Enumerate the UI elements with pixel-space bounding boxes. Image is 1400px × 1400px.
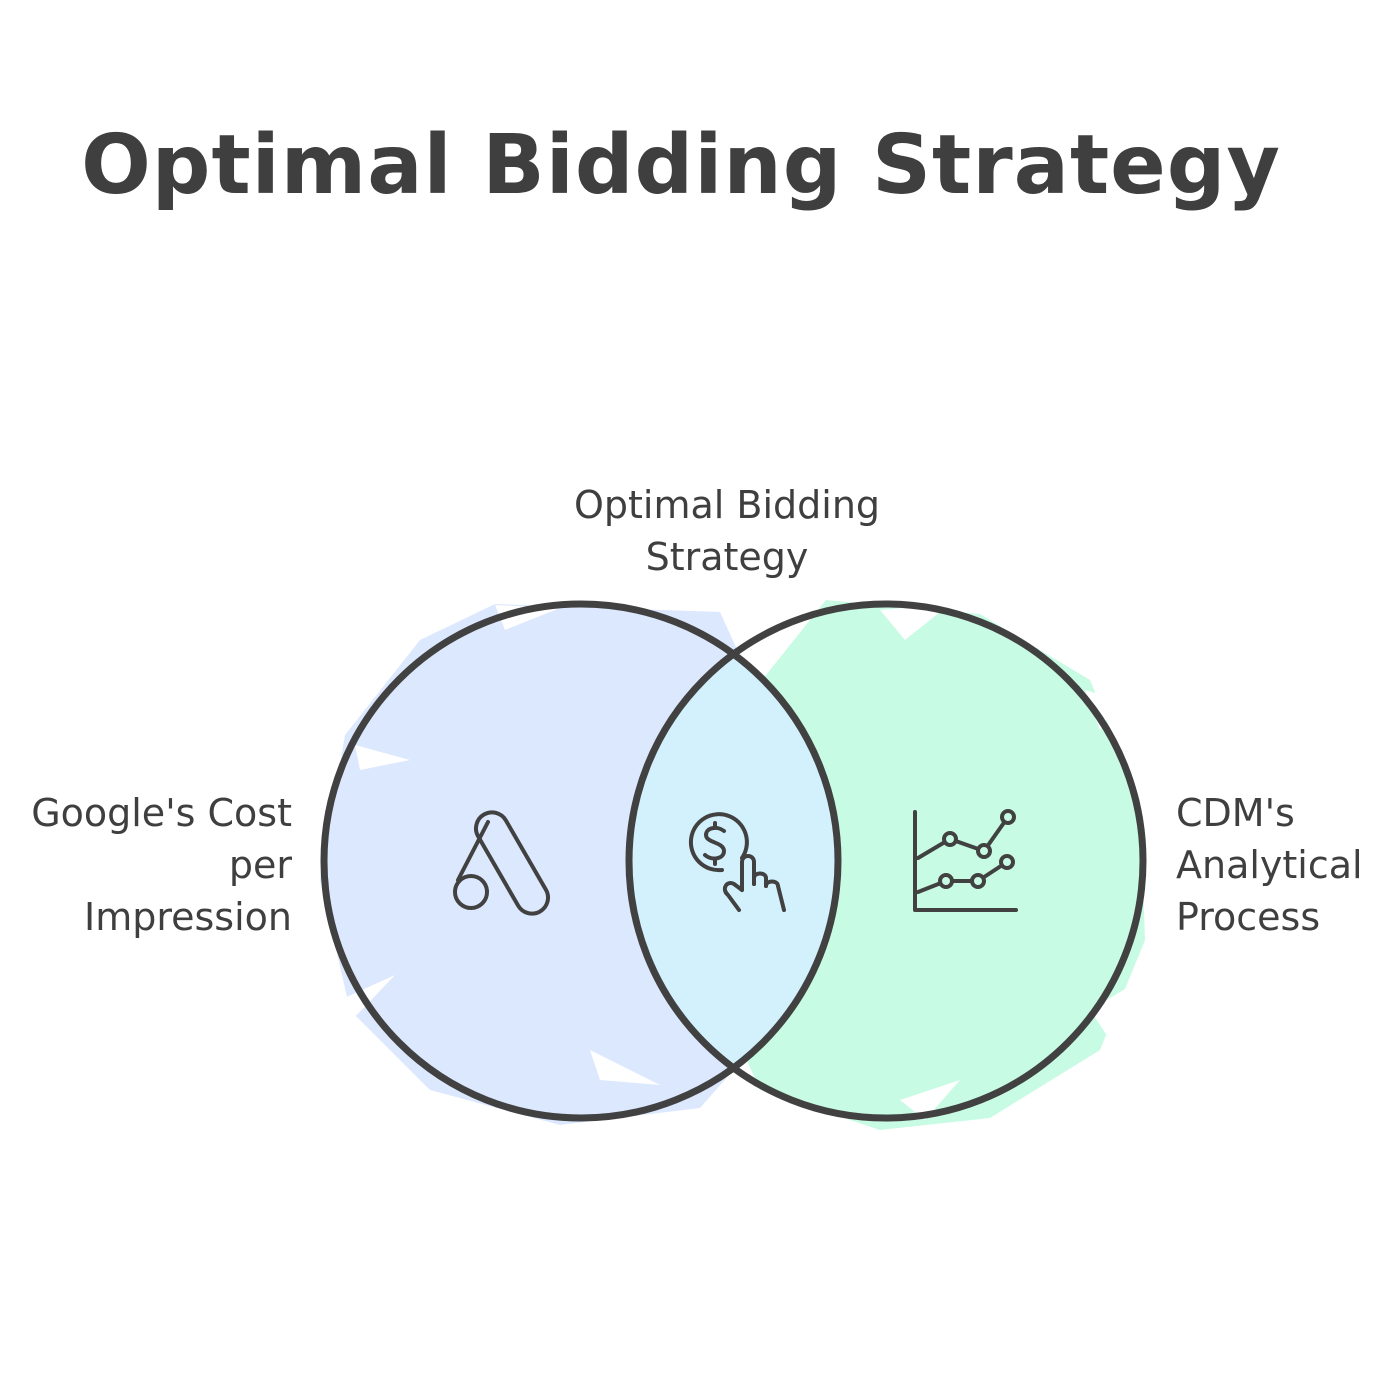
right-circle [625,600,1147,1122]
left-circle-label: Google's Cost per Impression [31,791,292,939]
right-circle-label: CDM's Analytical Process [1176,791,1363,939]
hatch-gaps [340,604,1140,1120]
line-chart-icon [913,809,1018,912]
overlap-fill [629,604,838,1118]
right-circle-fill [710,600,1145,1130]
dollar-coin-hand-icon [688,812,786,912]
page-title: Optimal Bidding Strategy [81,118,1281,213]
google-ads-icon [453,810,550,916]
left-circle [320,600,842,1122]
intersection-label: Optimal Bidding Strategy [573,483,881,579]
